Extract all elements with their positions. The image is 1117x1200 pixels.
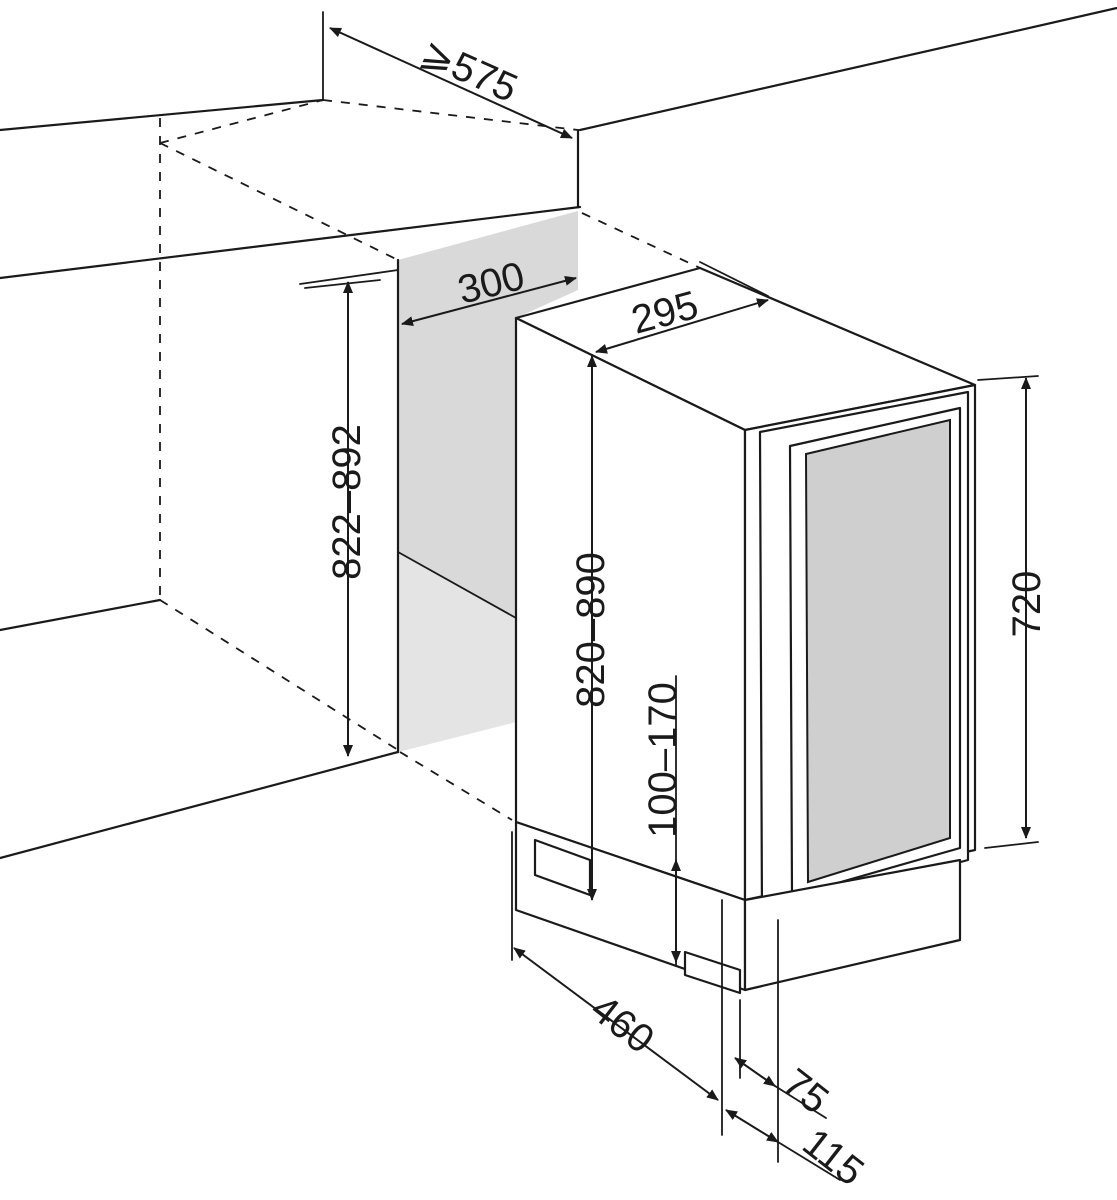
label-unit-height: 820–890 <box>569 552 613 708</box>
label-door-offset: 75 <box>774 1060 836 1122</box>
label-plinth-height: 100–170 <box>641 682 685 838</box>
door-glass <box>804 418 951 884</box>
lower-cabinet <box>0 269 400 860</box>
appliance-kick <box>743 858 962 992</box>
countertop <box>0 6 1117 280</box>
dimension-lines <box>304 27 1039 1181</box>
label-door-height: 720 <box>1005 571 1049 638</box>
niche <box>396 211 578 754</box>
label-depth-niche: ⩾575 <box>414 30 523 111</box>
label-niche-height: 822–892 <box>325 424 369 580</box>
door-inner-frame <box>788 406 962 898</box>
label-door-clearance: 115 <box>794 1120 871 1194</box>
label-unit-depth: 460 <box>582 986 662 1062</box>
